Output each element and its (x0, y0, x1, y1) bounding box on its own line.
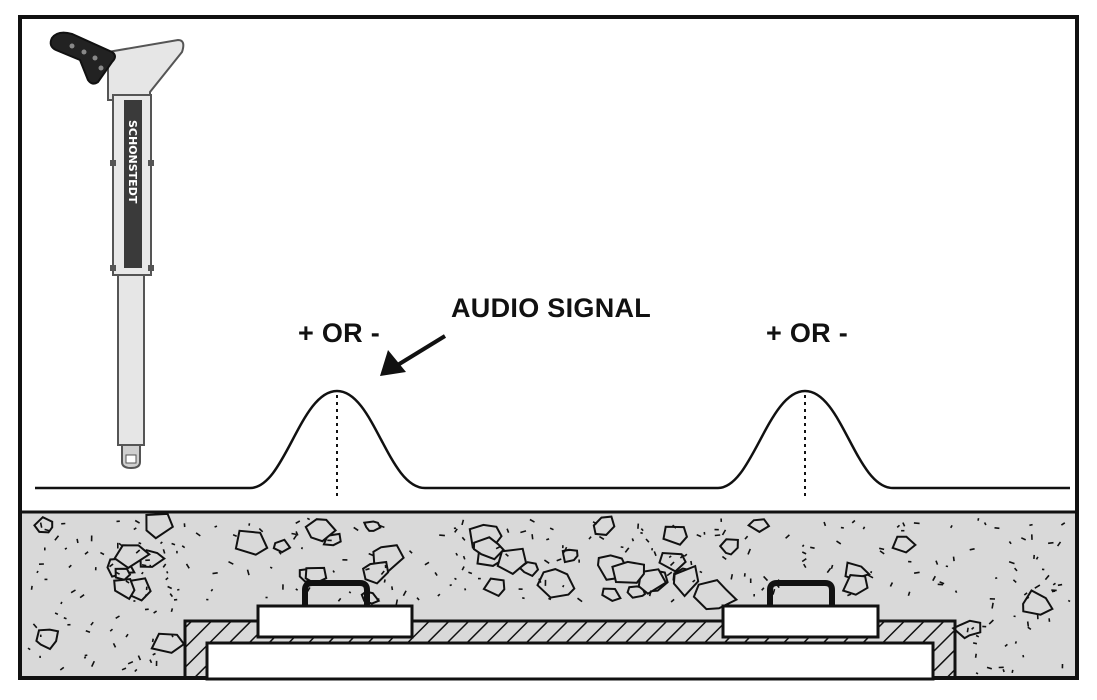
device-brand-text: SCHONSTEDT (126, 120, 139, 204)
peak-label-left: + OR - (298, 318, 380, 349)
audio-signal-label: AUDIO SIGNAL (451, 293, 651, 324)
peak-label-right: + OR - (766, 318, 848, 349)
